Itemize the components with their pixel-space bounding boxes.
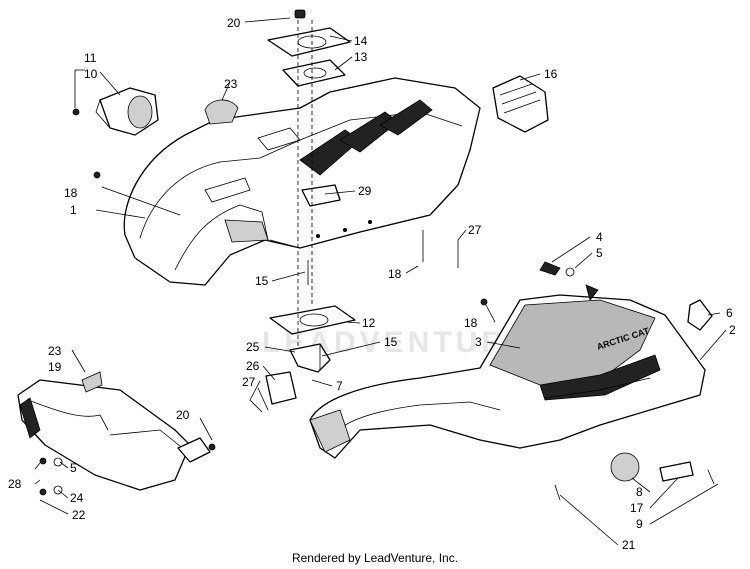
callout-3: 3: [475, 335, 482, 349]
callout-26: 26: [246, 359, 260, 373]
callout-11: 11: [84, 51, 97, 65]
callout-4: 4: [596, 230, 603, 244]
callout-25: 25: [246, 340, 260, 354]
round-lens: [610, 452, 640, 482]
lower-left-pan: [17, 371, 191, 491]
callout-28: 28: [8, 477, 22, 491]
fasteners: [39, 9, 715, 501]
callout-22: 22: [72, 508, 86, 522]
callout-14: 14: [354, 34, 368, 48]
mounting-plate-lower: [269, 305, 356, 335]
leader-lines: [34, 17, 727, 546]
vent-louver: [492, 75, 549, 133]
callout-15b: 15: [384, 335, 398, 349]
callout-27b: 27: [242, 375, 256, 389]
callout-5b: 5: [70, 461, 77, 475]
callout-15a: 15: [255, 274, 269, 288]
mounting-plate-top: [267, 27, 351, 57]
rubber-mount: [265, 371, 297, 405]
decal-upper: [204, 99, 239, 125]
callout-17: 17: [630, 501, 644, 515]
reflector: [659, 461, 694, 482]
callout-23b: 23: [48, 344, 62, 358]
callout-5a: 5: [596, 246, 603, 260]
callout-1: 1: [70, 203, 77, 217]
mounting-plate-middle: [282, 59, 346, 87]
nosecone: ARCTIC CAT: [309, 294, 706, 459]
callout-27a: 27: [468, 223, 482, 237]
callout-12: 12: [362, 316, 376, 330]
callout-7: 7: [336, 379, 343, 393]
bracket-20: [177, 437, 211, 463]
callout-8: 8: [636, 485, 643, 499]
callout-16: 16: [544, 67, 558, 81]
callout-6: 6: [726, 306, 733, 320]
upper-belly-pan: [123, 77, 481, 286]
callout-13: 13: [354, 50, 368, 64]
callout-18c: 18: [464, 316, 478, 330]
gauge-assembly: [95, 87, 159, 136]
grille-insert: [687, 299, 713, 331]
callout-2: 2: [729, 323, 736, 337]
callout-20a: 20: [227, 16, 241, 30]
callout-19: 19: [48, 360, 62, 374]
callout-labels: 1 18 11 10 23 20 14 13 16 29 27 18 15 12…: [8, 16, 736, 552]
callout-18b: 18: [388, 267, 402, 281]
callout-24: 24: [70, 491, 84, 505]
callout-29: 29: [358, 184, 372, 198]
callout-10: 10: [84, 67, 98, 81]
steering-bracket: [301, 184, 341, 207]
footer-credit: Rendered by LeadVenture, Inc.: [291, 551, 459, 565]
callout-20b: 20: [176, 408, 190, 422]
callout-23a: 23: [224, 77, 238, 91]
callout-9: 9: [636, 517, 643, 531]
callout-18a: 18: [64, 186, 78, 200]
callout-21: 21: [622, 538, 636, 552]
